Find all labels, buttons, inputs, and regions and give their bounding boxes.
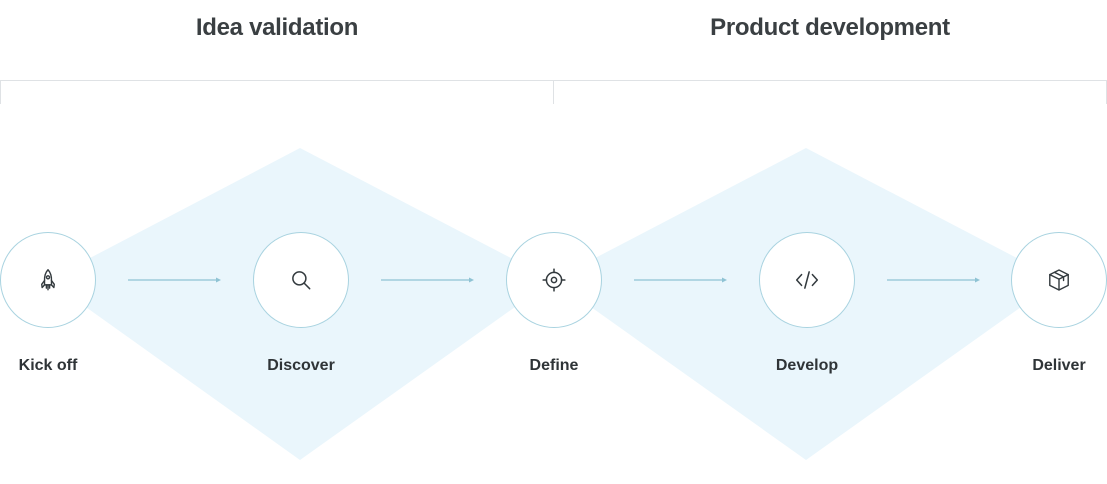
step-label-kick-off: Kick off bbox=[18, 357, 78, 374]
step-label-develop: Develop bbox=[775, 357, 839, 374]
package-icon bbox=[1049, 269, 1069, 291]
search-icon bbox=[292, 271, 311, 290]
step-label-deliver: Deliver bbox=[1032, 357, 1086, 374]
rocket-icon bbox=[41, 269, 55, 291]
arrow-define-develop bbox=[634, 277, 727, 283]
arrow-kickoff-discover bbox=[128, 277, 221, 283]
step-label-define: Define bbox=[529, 357, 579, 374]
phase-title-idea-validation: Idea validation bbox=[195, 14, 359, 41]
step-define bbox=[506, 232, 602, 328]
arrow-discover-define bbox=[381, 277, 474, 283]
step-discover bbox=[253, 232, 349, 328]
target-icon bbox=[542, 268, 566, 292]
step-deliver bbox=[1011, 232, 1107, 328]
step-develop bbox=[759, 232, 855, 328]
arrow-develop-deliver bbox=[887, 277, 980, 283]
step-label-discover: Discover bbox=[267, 357, 335, 374]
code-icon bbox=[795, 271, 819, 289]
phase-bracket-idea-validation bbox=[0, 80, 554, 104]
phase-title-product-development: Product development bbox=[710, 14, 950, 41]
step-kick-off bbox=[0, 232, 96, 328]
